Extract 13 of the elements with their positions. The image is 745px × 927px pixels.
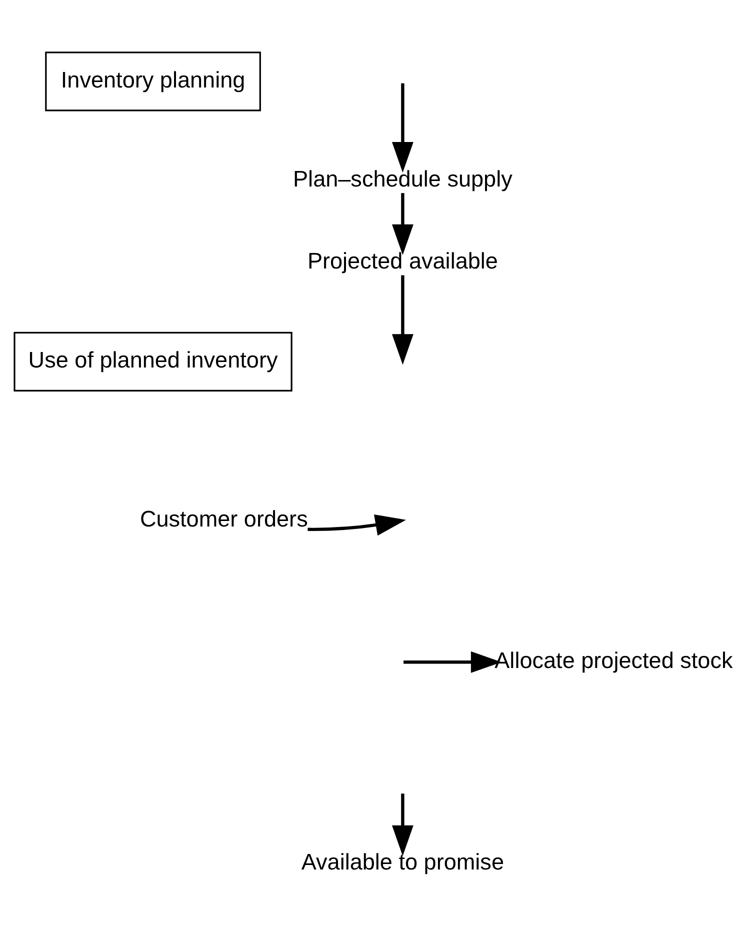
node-text: Projected available [307,248,498,274]
node-text: Allocate projected stock [494,648,733,673]
node-text: Available to promise [301,848,504,874]
node-box: Use of planned inventory [14,331,292,392]
node-text: Plan–schedule supply [293,166,512,191]
arrow [308,514,406,536]
arrow [392,192,414,255]
node-box: Inventory planning [45,51,261,111]
arrow [392,274,414,364]
arrow [392,793,414,856]
arrow [392,82,414,172]
arrow [404,650,502,672]
node-text: Customer orders [140,506,308,531]
